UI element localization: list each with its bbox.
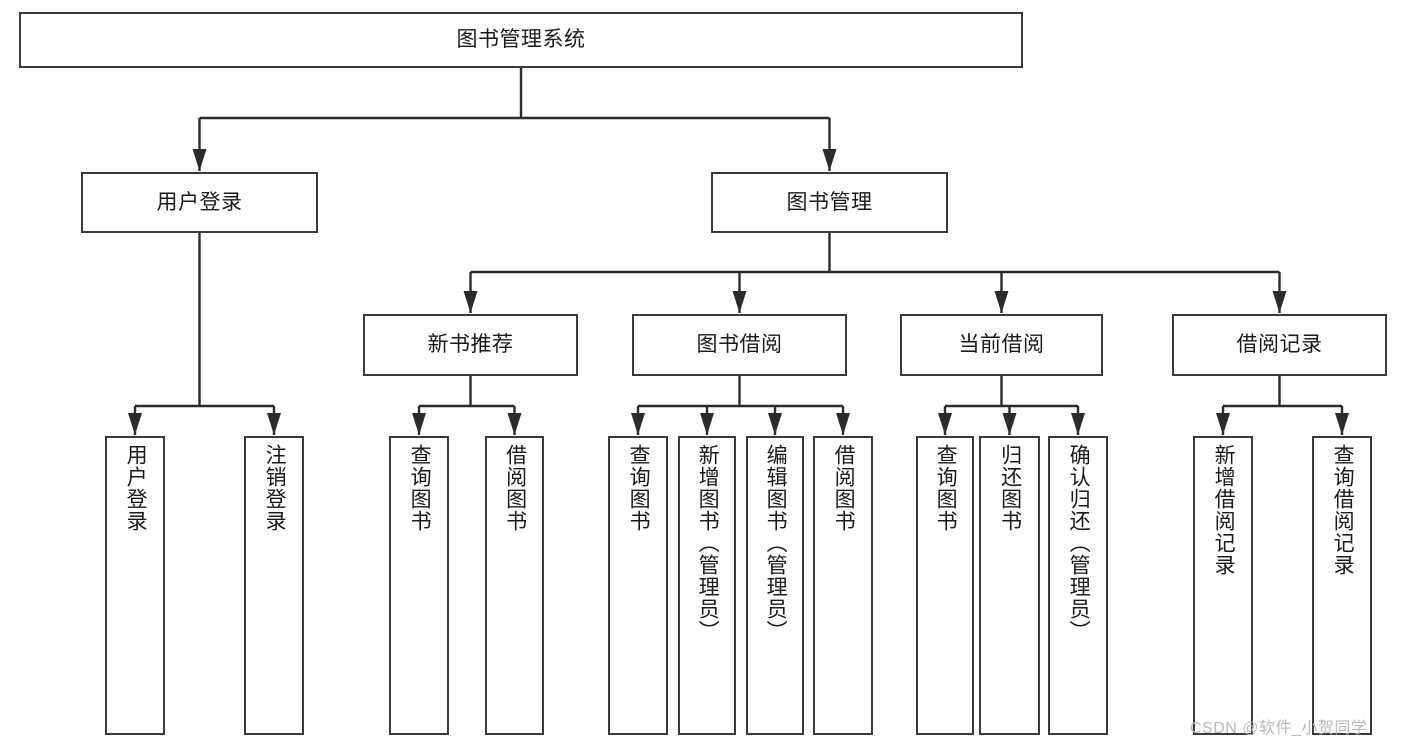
node-label: 查询借阅记录 (1331, 444, 1355, 576)
diagram-node-l7[interactable]: 编辑图书（管理员） (746, 436, 804, 735)
diagram-node-l8[interactable]: 借阅图书 (813, 436, 873, 735)
edge-arrowhead (1216, 413, 1230, 435)
watermark: CSDN @软件_小贺同学 (1190, 720, 1368, 737)
edge-arrowhead (412, 413, 426, 435)
edge-arrowhead (938, 413, 952, 435)
node-label: 确认归还（管理员） (1067, 444, 1091, 642)
edge-arrowhead (836, 413, 850, 435)
diagram-node-n5[interactable]: 当前借阅 (900, 314, 1103, 376)
edge-arrowhead (1335, 413, 1349, 435)
node-label: 查询图书 (627, 444, 651, 532)
node-label: 图书借阅 (696, 333, 783, 357)
node-label: 注销登录 (263, 444, 287, 532)
edge-arrowhead (994, 291, 1009, 313)
diagram-node-l9[interactable]: 查询图书 (916, 436, 974, 735)
edge-arrowhead (463, 291, 478, 313)
diagram-node-l4[interactable]: 借阅图书 (485, 436, 544, 735)
node-label: 用户登录 (156, 190, 243, 214)
node-label: 新书推荐 (427, 333, 514, 357)
diagram-node-l2[interactable]: 注销登录 (244, 436, 304, 735)
diagram-node-l3[interactable]: 查询图书 (389, 436, 449, 735)
edge-arrowhead (631, 413, 645, 435)
node-label: 用户登录 (124, 444, 148, 532)
node-label: 新增图书（管理员） (696, 444, 720, 642)
node-label: 查询图书 (934, 444, 958, 532)
diagram-node-l10[interactable]: 归还图书 (979, 436, 1040, 735)
diagram-node-l12[interactable]: 新增借阅记录 (1193, 436, 1253, 735)
edge-arrowhead (1002, 413, 1017, 435)
edge-arrowhead (822, 149, 837, 171)
edge-arrowhead (732, 291, 747, 313)
node-label: 借阅图书 (832, 444, 856, 532)
diagram-node-l13[interactable]: 查询借阅记录 (1312, 436, 1372, 735)
node-label: 编辑图书（管理员） (764, 444, 788, 642)
edge-arrowhead (1272, 291, 1287, 313)
diagram-node-l1[interactable]: 用户登录 (105, 436, 165, 735)
node-label: 归还图书 (998, 444, 1022, 532)
edge-arrowhead (1071, 413, 1085, 435)
node-label: 新增借阅记录 (1212, 444, 1236, 576)
node-label: 图书管理 (786, 190, 873, 214)
node-label: 图书管理系统 (456, 28, 586, 52)
diagram-node-l11[interactable]: 确认归还（管理员） (1048, 436, 1108, 735)
edge-arrowhead (128, 413, 142, 435)
diagram-node-n4[interactable]: 图书借阅 (632, 314, 847, 376)
diagram-node-root[interactable]: 图书管理系统 (19, 12, 1023, 68)
diagram-node-n6[interactable]: 借阅记录 (1172, 314, 1387, 376)
diagram-node-n3[interactable]: 新书推荐 (363, 314, 578, 376)
edge-arrowhead (700, 413, 714, 435)
edge-arrowhead (768, 413, 782, 435)
diagram-node-l6[interactable]: 新增图书（管理员） (678, 436, 736, 735)
diagram-node-n1[interactable]: 用户登录 (81, 172, 318, 233)
diagram-node-n2[interactable]: 图书管理 (711, 172, 948, 233)
edge-arrowhead (507, 413, 522, 435)
node-label: 当前借阅 (958, 333, 1045, 357)
node-label: 查询图书 (408, 444, 432, 532)
node-label: 借阅记录 (1236, 333, 1323, 357)
edge-arrowhead (192, 149, 207, 171)
diagram-node-l5[interactable]: 查询图书 (608, 436, 668, 735)
node-label: 借阅图书 (503, 444, 527, 532)
edge-arrowhead (267, 413, 281, 435)
